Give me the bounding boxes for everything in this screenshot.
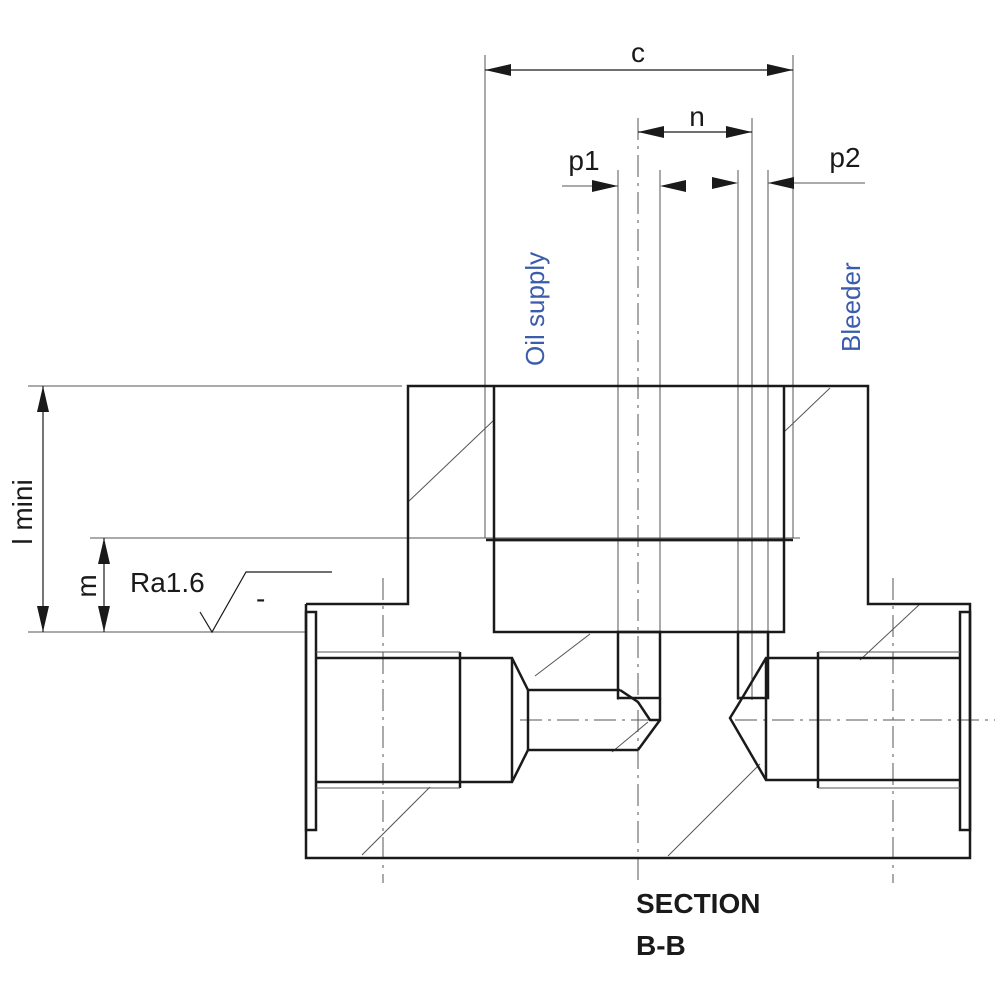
dim-c-label: c (631, 37, 645, 68)
dim-n-label: n (689, 101, 705, 132)
roughness-dash: - (256, 583, 265, 614)
arrowheads (37, 64, 794, 632)
body-outline (304, 384, 972, 860)
dim-l-mini-label: l mini (7, 479, 38, 544)
section-id: B-B (636, 930, 686, 961)
dim-m-label: m (71, 574, 102, 597)
dim-p1-label: p1 (568, 145, 599, 176)
roughness-label: Ra1.6 (130, 567, 205, 598)
oil-supply-label: Oil supply (520, 252, 550, 366)
bleeder-label: Bleeder (836, 262, 866, 352)
extension-lines (28, 55, 865, 700)
section-title: SECTION (636, 888, 760, 919)
dim-p2-label: p2 (829, 142, 860, 173)
thread-lines (316, 651, 960, 789)
hatching (361, 387, 921, 857)
dimension-lines (42, 69, 793, 634)
center-lines (382, 118, 995, 885)
